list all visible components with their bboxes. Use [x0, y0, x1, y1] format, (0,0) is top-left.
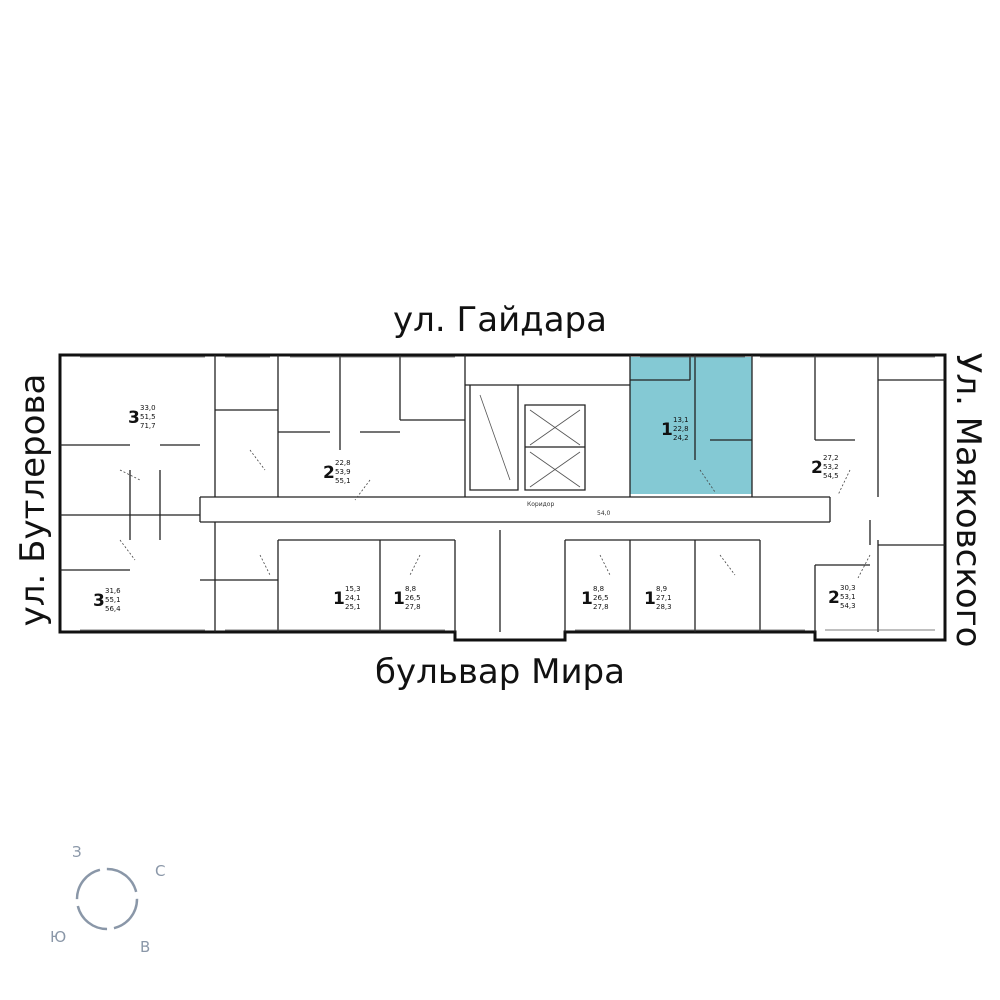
- svg-text:27,1: 27,1: [656, 594, 672, 602]
- svg-text:54,5: 54,5: [823, 472, 839, 480]
- svg-text:8,9: 8,9: [656, 585, 667, 593]
- svg-text:26,5: 26,5: [593, 594, 609, 602]
- apartment-label[interactable]: 2 30,3 53,1 54,3: [828, 584, 856, 610]
- compass-east: В: [140, 938, 150, 956]
- svg-text:24,1: 24,1: [345, 594, 361, 602]
- svg-text:15,3: 15,3: [345, 585, 361, 593]
- svg-text:25,1: 25,1: [345, 603, 361, 611]
- svg-text:33,0: 33,0: [140, 404, 156, 412]
- compass-west: З: [72, 843, 82, 861]
- svg-text:71,7: 71,7: [140, 422, 156, 430]
- street-label-top: ул. Гайдара: [393, 300, 607, 340]
- svg-text:53,9: 53,9: [335, 468, 351, 476]
- svg-text:56,4: 56,4: [105, 605, 121, 613]
- svg-text:54,3: 54,3: [840, 602, 856, 610]
- svg-text:1: 1: [661, 420, 673, 440]
- svg-text:22,8: 22,8: [335, 459, 351, 467]
- selected-apartment-highlight[interactable]: [630, 357, 752, 494]
- svg-text:2: 2: [828, 588, 840, 608]
- street-label-bottom: бульвар Мира: [375, 652, 625, 692]
- apartment-label[interactable]: 3 31,6 55,1 56,4: [93, 587, 121, 613]
- svg-text:24,2: 24,2: [673, 434, 689, 442]
- svg-text:27,8: 27,8: [405, 603, 421, 611]
- svg-text:27,2: 27,2: [823, 454, 839, 462]
- apartment-label[interactable]: 1 8,8 26,5 27,8: [581, 585, 609, 611]
- svg-text:8,8: 8,8: [593, 585, 604, 593]
- svg-text:1: 1: [333, 589, 345, 609]
- svg-text:51,5: 51,5: [140, 413, 156, 421]
- apartment-label[interactable]: 2 27,2 53,2 54,5: [811, 454, 839, 480]
- apartment-label[interactable]: 1 8,9 27,1 28,3: [644, 585, 672, 611]
- svg-text:2: 2: [323, 463, 335, 483]
- svg-text:1: 1: [644, 589, 656, 609]
- apartment-label[interactable]: 1 8,8 26,5 27,8: [393, 585, 421, 611]
- bottom-row-walls: [60, 520, 945, 632]
- compass: З С В Ю: [50, 843, 165, 956]
- top-row-walls: [60, 355, 945, 540]
- svg-text:13,1: 13,1: [673, 416, 689, 424]
- svg-text:30,3: 30,3: [840, 584, 856, 592]
- svg-text:2: 2: [811, 458, 823, 478]
- svg-text:53,2: 53,2: [823, 463, 839, 471]
- svg-text:3: 3: [93, 591, 105, 611]
- apartment-label[interactable]: 3 33,0 51,5 71,7: [128, 404, 156, 430]
- svg-text:1: 1: [393, 589, 405, 609]
- svg-text:53,1: 53,1: [840, 593, 856, 601]
- svg-text:26,5: 26,5: [405, 594, 421, 602]
- svg-text:55,1: 55,1: [105, 596, 121, 604]
- corridor-area: 54,0: [597, 510, 611, 517]
- svg-text:28,3: 28,3: [656, 603, 672, 611]
- apartment-label[interactable]: 1 15,3 24,1 25,1: [333, 585, 361, 611]
- compass-south: Ю: [50, 928, 66, 946]
- apartment-label[interactable]: 2 22,8 53,9 55,1: [323, 459, 351, 485]
- svg-text:55,1: 55,1: [335, 477, 351, 485]
- compass-north: С: [155, 862, 165, 880]
- svg-text:27,8: 27,8: [593, 603, 609, 611]
- svg-text:8,8: 8,8: [405, 585, 416, 593]
- corridor-label: Коридор: [527, 501, 554, 508]
- svg-text:1: 1: [581, 589, 593, 609]
- corridor-walls: [199, 496, 831, 523]
- svg-text:22,8: 22,8: [673, 425, 689, 433]
- svg-text:3: 3: [128, 408, 140, 428]
- apartment-label-selected[interactable]: 1 13,1 22,8 24,2: [661, 416, 689, 442]
- stair-core: [465, 384, 630, 491]
- svg-text:31,6: 31,6: [105, 587, 121, 595]
